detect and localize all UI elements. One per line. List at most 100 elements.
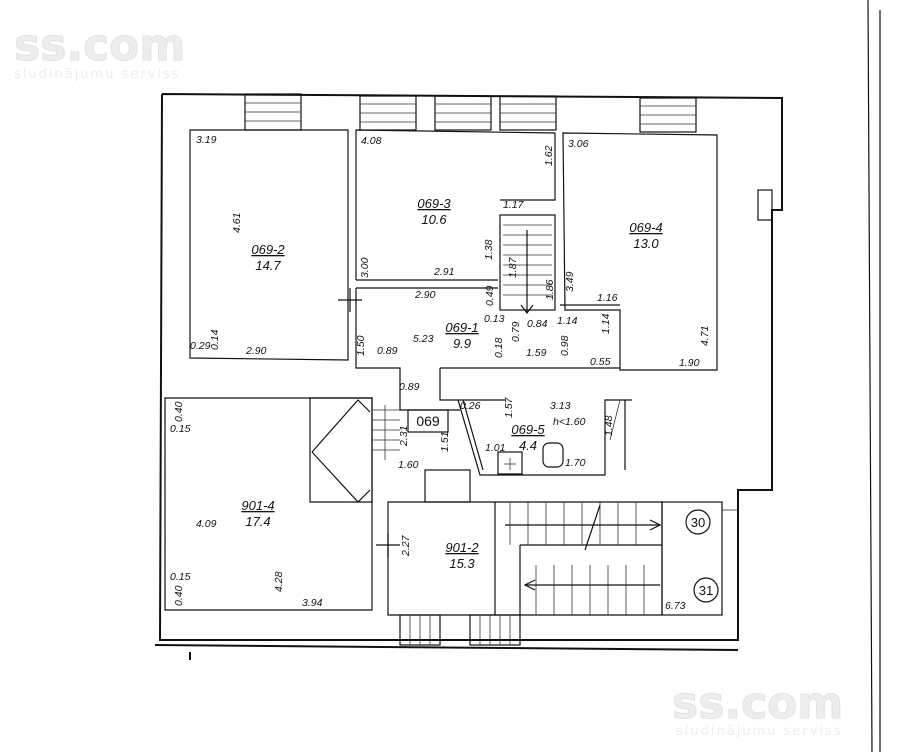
watermark-brand-top: ss.com [14,20,185,71]
room-id: 069-4 [629,220,662,235]
dim-label: 0.89 [377,345,398,357]
dim-label: 0.79 [510,321,522,342]
dim-label: 0.15 [170,571,191,583]
dim-label: 3.49 [564,271,576,292]
room-id: 901-4 [241,498,274,513]
plan-label-text: 069 [416,413,440,429]
room-area: 15.3 [449,556,475,571]
dim-label: 4.61 [231,213,243,233]
watermark-top: ss.com sludinājumu serviss [14,20,186,83]
dim-label: 3.94 [302,597,323,609]
dim-label: 6.73 [665,600,686,612]
room-id: 901-2 [445,540,479,555]
dim-label: 0.49 [484,285,496,306]
dim-label: 1.50 [355,335,367,356]
watermark-tagline-top: sludinājumu serviss [14,67,181,82]
marker-text: 30 [691,515,705,530]
dim-label: h<1.60 [553,416,586,428]
door-ticks [338,288,400,557]
windows-top [244,93,773,221]
room-area: 14.7 [255,258,281,273]
dim-label: 4.08 [361,135,382,147]
dim-label: 0.89 [399,381,420,393]
dim-label: 1.14 [557,315,578,327]
dim-label: 2.27 [400,534,412,557]
room-901-4-walls [164,397,400,611]
dim-label: 5.23 [413,333,434,345]
dim-label: 3.00 [359,257,371,278]
dim-label: 1.57 [503,396,515,418]
room-area: 10.6 [421,212,447,227]
room-id: 069-5 [511,422,545,437]
dim-label: 1.90 [679,357,700,369]
room-069-5-walls [457,399,632,476]
dim-label: 2.90 [245,345,267,357]
dim-label: 1.59 [526,347,547,359]
dim-label: 2.91 [433,266,454,278]
dim-label: 1.48 [603,415,615,436]
dim-label: 3.13 [550,400,571,412]
dim-label: 0.40 [173,585,185,606]
dim-label: 2.90 [414,289,436,301]
dim-label: 0.84 [527,318,548,330]
dim-label: 1.17 [503,199,525,211]
dim-label: 0.40 [173,401,185,422]
marker-31: 31 [693,577,719,603]
room-area: 17.4 [245,514,270,529]
dim-label: 1.70 [565,457,586,469]
room-label-901-4: 901-4 17.4 [241,498,274,529]
room-069-3-walls [355,129,556,281]
dim-label: 0.15 [170,423,191,435]
outer-walls [154,0,881,752]
room-901-2-walls [387,469,663,616]
room-area: 4.4 [519,438,537,453]
room-id: 069-1 [445,320,478,335]
dim-label: 0.13 [484,313,505,325]
room-069-2-walls [189,129,349,361]
dim-label: 1.01 [485,442,505,454]
marker-30: 30 [685,509,711,535]
dimension-labels: 3.19 4.61 0.29 0.14 2.90 4.08 1.62 1.17 … [170,134,711,612]
room-label-069-4: 069-4 13.0 [629,220,662,251]
dim-label: 0.98 [559,335,571,356]
dim-label: 1.38 [483,239,495,260]
dim-label: 1.86 [544,279,556,300]
dim-label: 1.60 [398,459,419,471]
dim-label: 4.71 [699,326,711,346]
dim-label: 0.14 [209,329,221,350]
dim-label: 0.18 [493,337,505,358]
dim-label: 0.26 [460,400,481,412]
dim-label: 2.31 [398,426,410,447]
dim-label: 1.16 [597,292,618,304]
watermark-bottom: ss.com sludinājumu serviss [672,678,844,740]
room-label-901-2: 901-2 15.3 [445,540,479,571]
dim-label: 1.51 [439,432,451,452]
stair-lower [505,502,662,615]
watermark-brand-bottom: ss.com [672,678,843,729]
room-area: 9.9 [453,336,471,351]
dim-label: 1.87 [507,256,519,278]
room-label-069-3: 069-3 10.6 [417,196,451,227]
room-label-069-1: 069-1 9.9 [445,320,478,351]
dim-label: 1.14 [600,313,612,334]
stair-upper [499,214,556,314]
corridor-walls [355,287,620,411]
right-stair-hall [661,501,738,616]
room-id: 069-3 [417,196,451,211]
room-area: 13.0 [633,236,659,251]
dim-label: 1.62 [543,145,555,166]
dim-label: 0.55 [590,356,611,368]
dim-label: 4.09 [196,518,217,530]
dim-label: 3.06 [568,138,589,150]
watermark-tagline-bottom: sludinājumu serviss [676,724,843,739]
plan-label: 069 [407,409,449,433]
room-069-4-walls [562,132,718,371]
bottom-windows [399,614,521,646]
dim-label: 3.19 [196,134,217,146]
dim-label: 4.28 [273,571,285,592]
marker-text: 31 [699,583,713,598]
room-id: 069-2 [251,242,285,257]
dim-label: 0.29 [190,340,211,352]
